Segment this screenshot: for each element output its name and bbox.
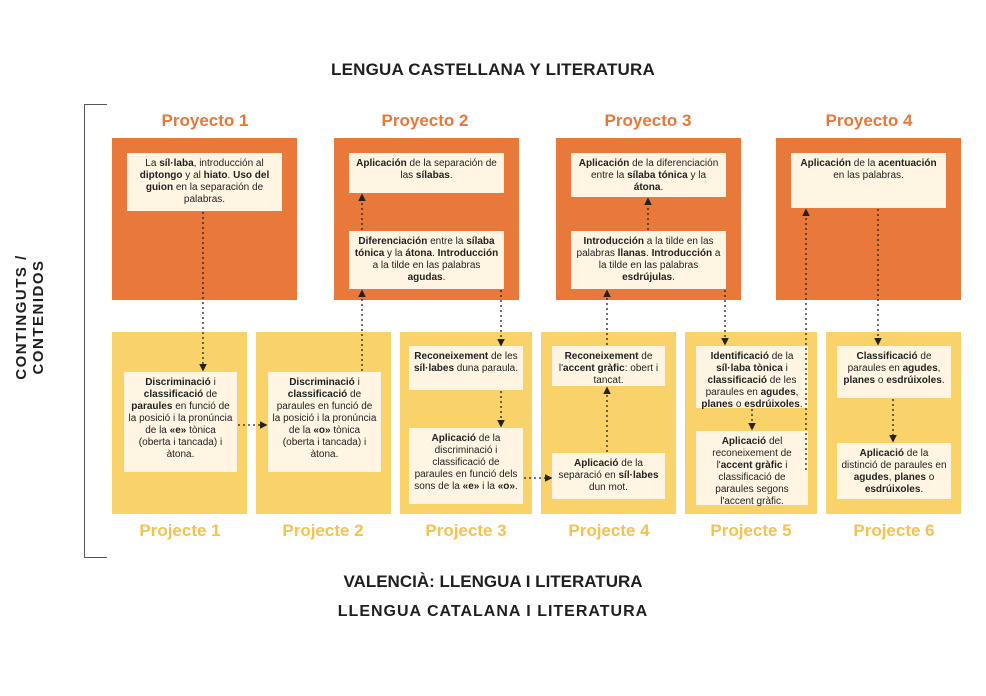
title-catalan-subject: LLENGUA CATALANA I LITERATURA (337, 603, 649, 620)
projecte-5-card-aplicacio: Aplicació del reconeixement de l'accent … (696, 431, 808, 507)
projecte-5-heading: Projecte 5 (710, 521, 792, 540)
left-bracket (84, 104, 107, 558)
projecte-6-card-aplicacio: Aplicació de la distinció de paraules en… (837, 443, 951, 499)
projecte-2-heading: Projecte 2 (282, 521, 364, 540)
proyecto-1-heading: Proyecto 1 (161, 111, 249, 130)
proyecto-3-card-aplicacion: Aplicación de la diferenciación entre la… (571, 153, 726, 197)
projecte-5-card-identificacio: Identificació de la síl·laba tònica i cl… (696, 346, 808, 410)
title-valencian-subject: VALENCIÀ: LLENGUA I LITERATURA (343, 572, 643, 591)
proyecto-1-card: La síl·laba, introducción al diptongo y … (127, 153, 282, 211)
proyecto-3-heading: Proyecto 3 (604, 111, 692, 130)
projecte-2-card: Discriminació i classificació de paraule… (268, 372, 381, 472)
projecte-4-heading: Projecte 4 (568, 521, 650, 540)
proyecto-2-card-aplicacion: Aplicación de la separación de las sílab… (349, 153, 504, 193)
proyecto-3-card-introduccion: Introducción a la tilde en las palabras … (571, 231, 726, 289)
projecte-3-card-reconeixement: Reconeixement de les síl·labes duna para… (409, 346, 523, 390)
title-spanish-subject: LENGUA CASTELLANA Y LITERATURA (331, 60, 655, 79)
proyecto-2-card-diferenciacion: Diferenciación entre la sílaba tónica y … (349, 231, 504, 289)
projecte-3-heading: Projecte 3 (425, 521, 507, 540)
projecte-3-card-aplicacio: Aplicació de la discriminació i classifi… (409, 428, 523, 504)
projecte-6-heading: Projecte 6 (853, 521, 935, 540)
proyecto-4-heading: Proyecto 4 (825, 111, 913, 130)
proyecto-4-card: Aplicación de la acentuación en las pala… (791, 153, 946, 208)
proyecto-2-heading: Proyecto 2 (381, 111, 469, 130)
projecte-1-heading: Projecte 1 (139, 521, 221, 540)
projecte-4-card-aplicacio: Aplicació de la separació en síl·labes d… (552, 453, 665, 499)
projecte-1-card: Discriminació i classificació de paraule… (124, 372, 237, 472)
projecte-6-card-classificacio: Classificació de paraules en agudes, pla… (837, 346, 951, 398)
projecte-4-card-reconeixement: Reconeixement de l'accent gràfic: obert … (552, 346, 665, 386)
